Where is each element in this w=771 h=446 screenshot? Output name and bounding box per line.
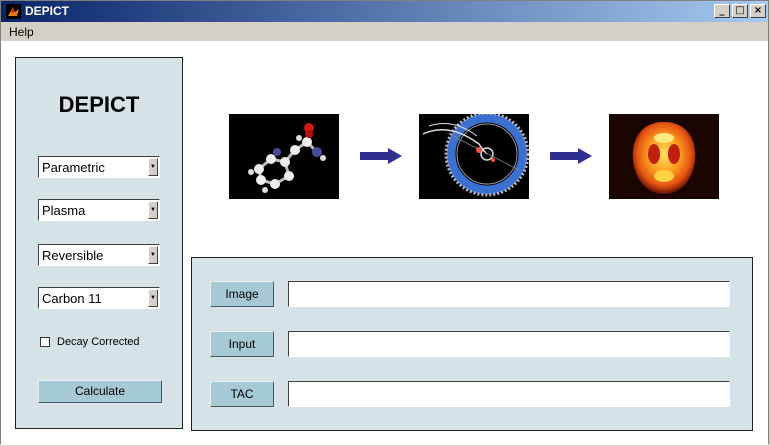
chevron-down-icon[interactable]: ▼	[148, 158, 158, 176]
input-function-select[interactable]: Plasma ▼	[38, 199, 160, 221]
chevron-down-icon[interactable]: ▼	[148, 201, 158, 219]
model-select[interactable]: Reversible ▼	[38, 244, 160, 266]
window-title: DEPICT	[25, 4, 70, 18]
analysis-type-value: Parametric	[42, 160, 105, 175]
options-panel: DEPICT Parametric ▼ Plasma ▼ Reversible …	[15, 57, 183, 429]
minimize-button[interactable]: _	[714, 4, 730, 18]
analysis-type-select[interactable]: Parametric ▼	[38, 156, 160, 178]
calculate-button[interactable]: Calculate	[38, 380, 162, 403]
pet-scanner-icon	[422, 114, 529, 197]
image-button[interactable]: Image	[210, 281, 274, 307]
arrow-right-icon	[550, 148, 592, 164]
matlab-app-icon	[6, 4, 21, 19]
molecule-icon	[248, 123, 326, 193]
decay-corrected-checkbox[interactable]	[40, 337, 50, 347]
arrow-right-icon	[360, 148, 402, 164]
chevron-down-icon[interactable]: ▼	[148, 289, 158, 307]
pet-scanner-image	[419, 114, 529, 199]
isotope-select[interactable]: Carbon 11 ▼	[38, 287, 160, 309]
brain-scan-image	[609, 114, 719, 199]
maximize-button[interactable]: □	[732, 4, 748, 18]
decay-corrected-label: Decay Corrected	[57, 336, 140, 348]
title-bar[interactable]: DEPICT _ □ ×	[1, 1, 768, 22]
image-path-field[interactable]	[288, 281, 730, 307]
brain-scan-icon	[609, 114, 719, 199]
input-files-panel: Image Input TAC	[191, 257, 753, 431]
tac-button[interactable]: TAC	[210, 381, 274, 407]
chevron-down-icon[interactable]: ▼	[148, 246, 158, 264]
model-value: Reversible	[42, 248, 104, 263]
input-function-value: Plasma	[42, 203, 86, 218]
input-path-field[interactable]	[288, 331, 730, 357]
menu-help[interactable]: Help	[9, 25, 34, 39]
input-button[interactable]: Input	[210, 331, 274, 357]
close-button[interactable]: ×	[750, 4, 766, 18]
menu-bar: Help	[1, 22, 768, 41]
panel-title: DEPICT	[58, 92, 140, 117]
main-content: DEPICT Parametric ▼ Plasma ▼ Reversible …	[1, 41, 768, 445]
tac-path-field[interactable]	[288, 381, 730, 407]
isotope-value: Carbon 11	[42, 291, 102, 306]
molecule-image	[229, 114, 339, 199]
